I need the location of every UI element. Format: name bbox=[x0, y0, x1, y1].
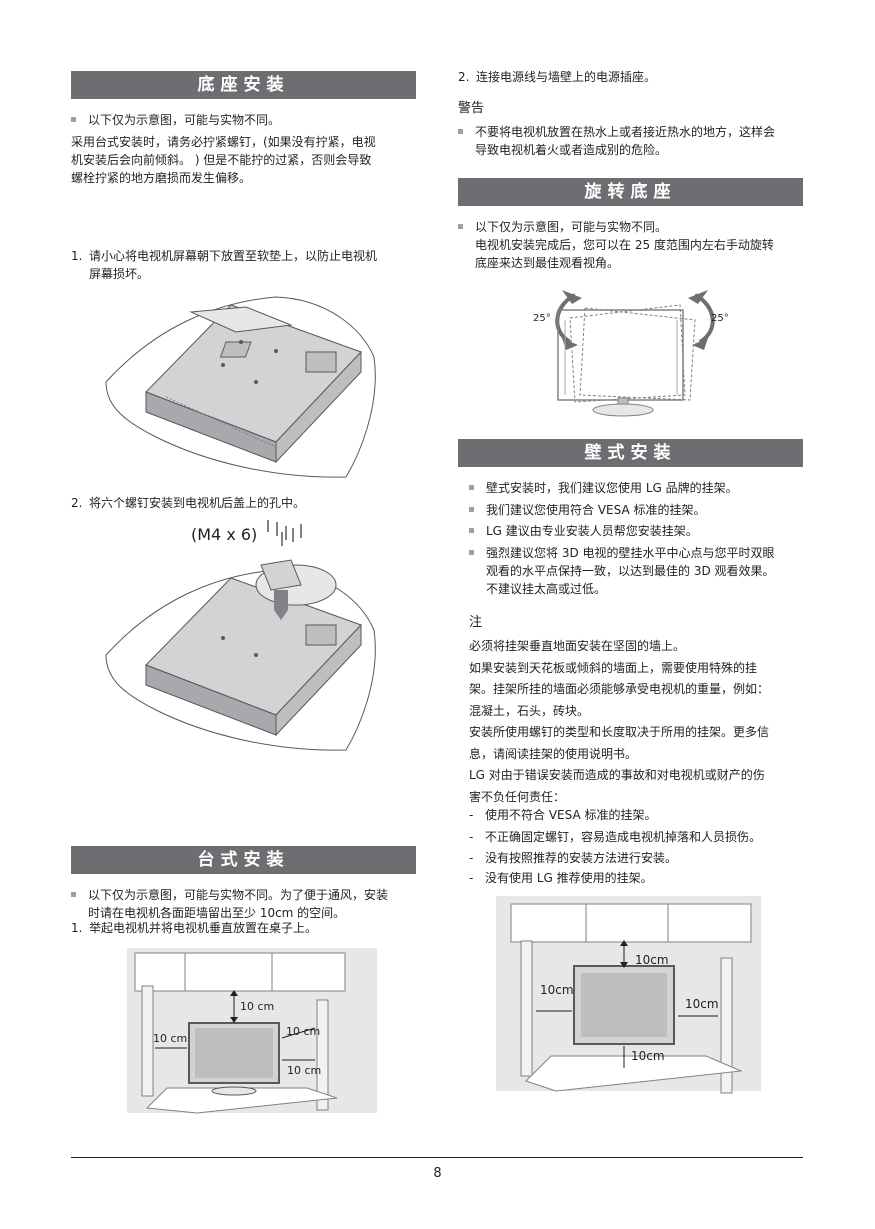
note-line: 安装所使用螺钉的类型和长度取决于所用的挂架。更多信 bbox=[469, 725, 770, 739]
wall-mount-clearance-illustration bbox=[496, 896, 761, 1094]
bullet-line: 观看的水平点保持一致，以达到最佳的 3D 观看效果。 bbox=[486, 564, 775, 578]
angle-left-label: 25° bbox=[533, 313, 551, 324]
bullet-text: 不要将电视机放置在热水上或者接近热水的地方，这样会 导致电视机着火或者造成别的危… bbox=[475, 123, 808, 159]
bullet-line: 底座来达到最佳观看视角。 bbox=[475, 256, 620, 270]
dash-text: 没有使用 LG 推荐使用的挂架。 bbox=[485, 871, 653, 885]
dash-marker: - bbox=[469, 851, 474, 865]
dim-top: 10 cm bbox=[240, 1000, 275, 1013]
step-text: 举起电视机并将电视机垂直放置在桌子上。 bbox=[89, 921, 318, 935]
warning-title: 警告 bbox=[458, 101, 485, 116]
screw-size-label: (M4 x 6) bbox=[191, 525, 258, 544]
note-title: 注 bbox=[469, 615, 483, 630]
bullet-line: 导致电视机着火或者造成别的危险。 bbox=[475, 143, 668, 157]
paragraph-line: 采用台式安装时，请务必拧紧螺钉，(如果没有拧紧，电视 bbox=[71, 135, 376, 149]
dim-back: 10 cm bbox=[287, 1064, 322, 1077]
desktop-clearance-illustration bbox=[127, 948, 377, 1114]
step-text: 将六个螺钉安装到电视机后盖上的孔中。 bbox=[89, 496, 306, 510]
swivel-illustration bbox=[555, 290, 715, 417]
section-heading-swivel: 旋转底座 bbox=[458, 178, 803, 206]
dash-text: 不正确固定螺钉，容易造成电视机掉落和人员损伤。 bbox=[485, 830, 762, 844]
note-line: 害不负任何责任： bbox=[469, 789, 566, 804]
note-line: 架。挂架所挂的墙面必须能够承受电视机的重量，例如： bbox=[469, 682, 770, 696]
bullet-line: 以下仅为示意图，可能与实物不同。为了便于通风，安装 bbox=[88, 888, 389, 902]
swivel-bullet: 以下仅为示意图，可能与实物不同。 电视机安装完成后，您可以在 25 度范围内左右… bbox=[458, 218, 808, 276]
section-heading-stand-install: 底座安装 bbox=[71, 71, 416, 99]
section-heading-desktop-install: 台式安装 bbox=[71, 846, 416, 874]
step-line: 屏幕损坏。 bbox=[89, 267, 150, 281]
note-body: 必须将挂架垂直地面安装在坚固的墙上。 如果安装到天花板或倾斜的墙面上，需要使用特… bbox=[469, 636, 809, 808]
step-text: 请小心将电视机屏幕朝下放置至软垫上，以防止电视机 屏幕损坏。 bbox=[89, 247, 421, 283]
dash-text: 没有按照推荐的安装方法进行安装。 bbox=[485, 851, 678, 865]
step-text: 连接电源线与墙壁上的电源插座。 bbox=[476, 70, 657, 84]
section-heading-wall-mount: 壁式安装 bbox=[458, 439, 803, 467]
bullet-square-icon bbox=[469, 485, 474, 490]
bullet-line: 时请在电视机各面距墙留出至少 10cm 的空间。 bbox=[88, 906, 346, 920]
note-line: 息，请阅读挂架的使用说明书。 bbox=[469, 746, 638, 761]
bullet-square-icon bbox=[71, 117, 76, 122]
paragraph-line: 螺栓拧紧的地方磨损而发生偏移。 bbox=[71, 171, 252, 185]
step-1-lay-tv: 1. 请小心将电视机屏幕朝下放置至软垫上，以防止电视机 屏幕损坏。 bbox=[71, 247, 421, 287]
bullet-text: LG 建议由专业安装人员帮您安装挂架。 bbox=[486, 524, 698, 538]
angle-right-label: 25° bbox=[711, 313, 729, 324]
bullet-text: 以下仅为示意图，可能与实物不同。 bbox=[88, 113, 281, 127]
dash-marker: - bbox=[469, 871, 474, 885]
dash-marker: - bbox=[469, 830, 474, 844]
desktop-install-bullet: 以下仅为示意图，可能与实物不同。为了便于通风，安装 时请在电视机各面距墙留出至少… bbox=[71, 886, 421, 922]
stand-install-paragraph: 采用台式安装时，请务必拧紧螺钉，(如果没有拧紧，电视 机安装后会向前倾斜。 ) … bbox=[71, 133, 421, 187]
dash-marker: - bbox=[469, 808, 474, 822]
wall-dim-left: 10cm bbox=[540, 983, 574, 997]
bullet-line: 强烈建议您将 3D 电视的壁挂水平中心点与您平时双眼 bbox=[486, 546, 775, 560]
step-number: 1. bbox=[71, 249, 83, 263]
note-line: 混凝土，石头，砖块。 bbox=[469, 703, 590, 718]
step-number: 2. bbox=[458, 70, 470, 84]
bullet-text: 壁式安装时，我们建议您使用 LG 品牌的挂架。 bbox=[486, 481, 738, 495]
wall-bullet-4: 强烈建议您将 3D 电视的壁挂水平中心点与您平时双眼 观看的水平点保持一致，以达… bbox=[469, 544, 809, 604]
bullet-square-icon bbox=[458, 129, 463, 134]
bullet-text: 以下仅为示意图，可能与实物不同。为了便于通风，安装 时请在电视机各面距墙留出至少… bbox=[88, 886, 421, 922]
dim-right: 10 cm bbox=[286, 1025, 321, 1038]
bullet-line: 电视机安装完成后，您可以在 25 度范围内左右手动旋转 bbox=[475, 238, 774, 252]
note-line: LG 对由于错误安装而造成的事故和对电视机或财产的伤 bbox=[469, 768, 765, 782]
paragraph-line: 机安装后会向前倾斜。 ) 但是不能拧的过紧，否则会导致 bbox=[71, 153, 372, 167]
step-line: 请小心将电视机屏幕朝下放置至软垫上，以防止电视机 bbox=[89, 249, 378, 263]
bullet-text: 我们建议您使用符合 VESA 标准的挂架。 bbox=[486, 503, 706, 517]
bullet-text: 以下仅为示意图，可能与实物不同。 电视机安装完成后，您可以在 25 度范围内左右… bbox=[475, 218, 808, 272]
dim-left: 10 cm bbox=[153, 1032, 188, 1045]
bullet-square-icon bbox=[469, 507, 474, 512]
bullet-text: 强烈建议您将 3D 电视的壁挂水平中心点与您平时双眼 观看的水平点保持一致，以达… bbox=[486, 544, 809, 598]
footer-divider bbox=[71, 1157, 803, 1158]
screws-icon bbox=[267, 520, 302, 546]
page-number: 8 bbox=[433, 1166, 442, 1181]
tv-face-down-illustration bbox=[105, 296, 376, 478]
wall-dim-bottom: 10cm bbox=[631, 1049, 665, 1063]
step-number: 1. bbox=[71, 921, 83, 935]
bullet-square-icon bbox=[469, 528, 474, 533]
step-number: 2. bbox=[71, 496, 83, 510]
bullet-line: 不要将电视机放置在热水上或者接近热水的地方，这样会 bbox=[475, 125, 776, 139]
bullet-square-icon bbox=[469, 550, 474, 555]
dash-text: 使用不符合 VESA 标准的挂架。 bbox=[485, 808, 657, 822]
bullet-square-icon bbox=[71, 892, 76, 897]
warning-bullet: 不要将电视机放置在热水上或者接近热水的地方，这样会 导致电视机着火或者造成别的危… bbox=[458, 123, 808, 163]
bullet-line: 不建议挂太高或过低。 bbox=[486, 582, 607, 596]
bullet-square-icon bbox=[458, 224, 463, 229]
stand-attach-illustration bbox=[105, 559, 376, 751]
wall-dim-top: 10cm bbox=[635, 953, 669, 967]
note-line: 必须将挂架垂直地面安装在坚固的墙上。 bbox=[469, 639, 686, 653]
note-line: 如果安装到天花板或倾斜的墙面上，需要使用特殊的挂 bbox=[469, 660, 758, 675]
wall-dim-right: 10cm bbox=[685, 997, 719, 1011]
bullet-line: 以下仅为示意图，可能与实物不同。 bbox=[475, 220, 668, 234]
